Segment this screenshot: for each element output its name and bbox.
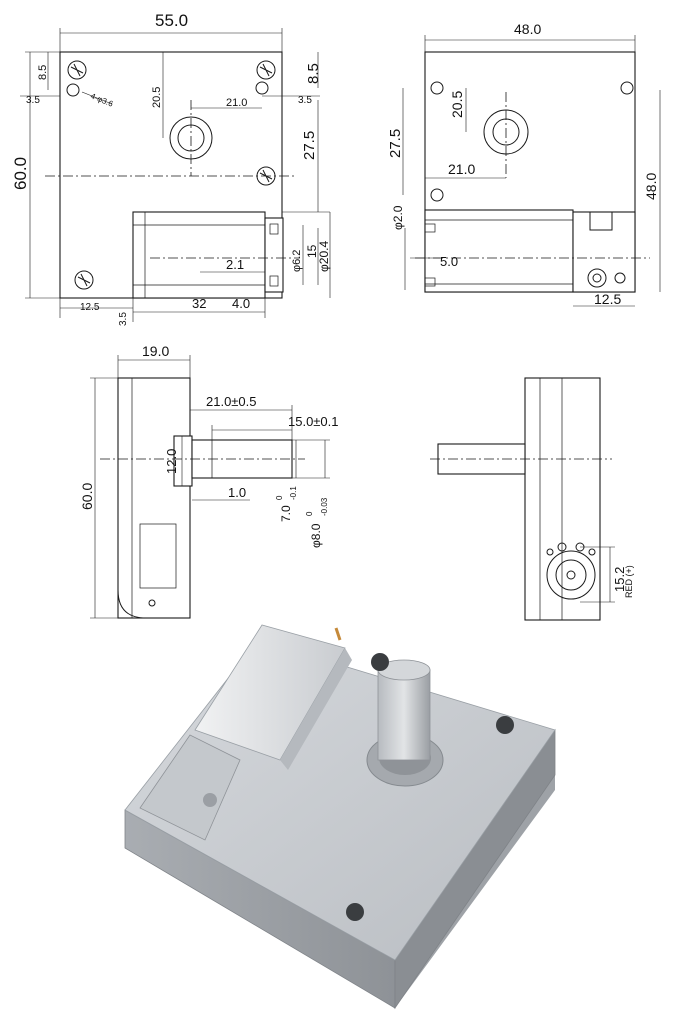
dim-shaft-to-edge-right: 27.5 (387, 129, 404, 158)
dim-motor-d3: φ20.4 (317, 241, 331, 272)
dim-terminal-spacing: 15.2 (612, 567, 627, 592)
dim-boss-h: 1.0 (228, 485, 246, 500)
dim-left-offset: 3.5 (26, 95, 40, 106)
dim-depth: 19.0 (142, 343, 169, 359)
dim-bottom-left: 12.5 (80, 302, 100, 313)
dim-motor-2-1: 2.1 (226, 257, 244, 272)
dim-motor-d2: 15 (305, 244, 319, 258)
dim-side-height: 60.0 (79, 483, 95, 510)
dim-height-right: 48.0 (643, 173, 659, 200)
dim-bottom-motor: 32 (192, 296, 206, 311)
dim-boss-dia: 12.0 (164, 449, 179, 474)
dim-width-right: 48.0 (514, 21, 541, 37)
dim-flat-tol-up: 0 (275, 495, 284, 500)
dim-flat-tol-dn: -0.1 (289, 486, 298, 500)
dim-shaft-flat: 15.0±0.1 (288, 414, 339, 429)
dim-right-top-offset: 8.5 (305, 63, 322, 84)
dim-width: 55.0 (155, 11, 188, 30)
dim-pin-dia: φ2.0 (391, 205, 405, 230)
dim-shaft-dia-up: 0 (305, 511, 314, 516)
dim-flat-tol: 7.0 (279, 505, 293, 522)
dim-shaft-to-motor: 27.5 (301, 131, 318, 160)
screw-icon (67, 60, 276, 290)
front-view-left: 55.0 60.0 8.5 3.5 4-φ3.6 20.5 21.0 8.5 3… (11, 11, 331, 326)
product-photo (124, 624, 556, 1010)
dim-shaft-offset-x-right: 21.0 (448, 161, 475, 177)
dim-shaft-offset-x: 21.0 (226, 97, 247, 109)
dim-shaft-dia-dn: -0.03 (320, 497, 329, 516)
dim-bottom-small: 3.5 (118, 312, 129, 326)
dim-shaft-dia: φ8.0 (309, 523, 323, 548)
dim-pin-len: 5.0 (440, 254, 458, 269)
dim-bottom-right: 12.5 (594, 291, 621, 307)
dim-top-offset: 8.5 (37, 65, 49, 80)
dim-height: 60.0 (11, 157, 30, 190)
end-view: 15.2 RED (+) (430, 377, 634, 621)
dim-right-edge-offset: 3.5 (298, 95, 312, 106)
polarity-label: RED (+) (624, 565, 634, 598)
dim-shaft-total: 21.0±0.5 (206, 394, 257, 409)
dim-bottom-tab: 4.0 (232, 296, 250, 311)
dim-shaft-offset-y-right: 20.5 (449, 91, 465, 118)
rear-view-right: 48.0 48.0 20.5 27.5 21.0 φ2.0 5.0 12.5 (387, 21, 661, 307)
dim-motor-d1: φ6.2 (291, 250, 303, 272)
dim-shaft-offset-y: 20.5 (151, 87, 163, 108)
side-view: 19.0 60.0 21.0±0.5 15.0±0.1 12.0 1.0 7.0… (79, 343, 339, 619)
